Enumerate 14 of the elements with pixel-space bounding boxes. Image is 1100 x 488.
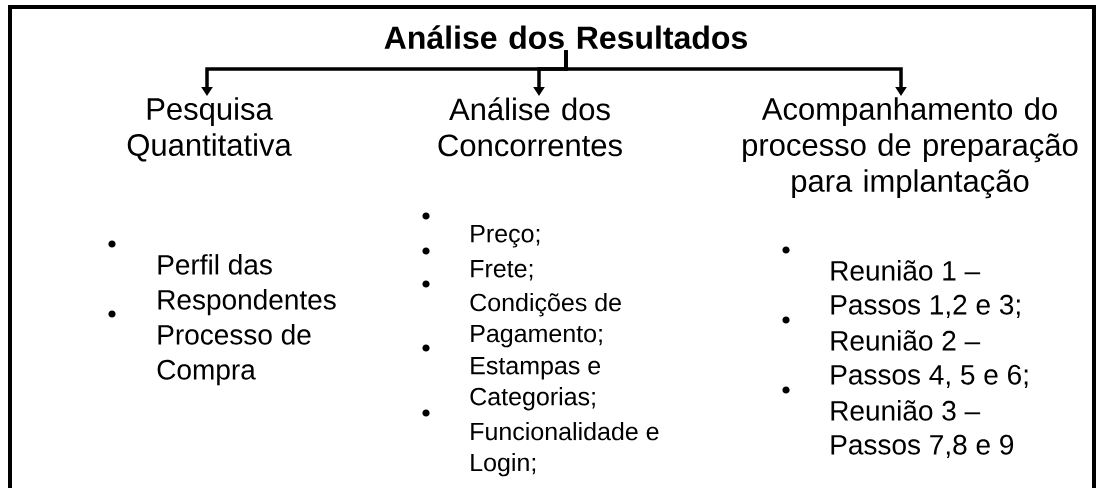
title: Análise dos Resultados [384,25,747,49]
heading: Pesquisa Quantitativa [127,97,292,162]
heading: Análise dos Concorrentes [438,97,622,157]
list-item: Preço; [471,225,540,248]
list-item: Reunião 1 – Passos 1,2 e 3; [831,260,1020,318]
list-item: Reunião 3 – Passos 7,8 e 9 [831,400,1014,458]
list-item: Funcionalidade e Login; [471,422,659,477]
list-item: Estampas e Categorias; [470,357,601,411]
list-item: Reunião 2 – Passos 4, 5 e 6; [831,330,1028,388]
list-item: Frete; [471,260,533,281]
heading: Acompanhamento do processo de preparação para implantação [743,97,1078,199]
list-item: Perfil das Respondentes [158,254,336,316]
list-item: Condições de Pagamento; [470,293,621,348]
list-item: Processo de Compra [157,324,311,386]
